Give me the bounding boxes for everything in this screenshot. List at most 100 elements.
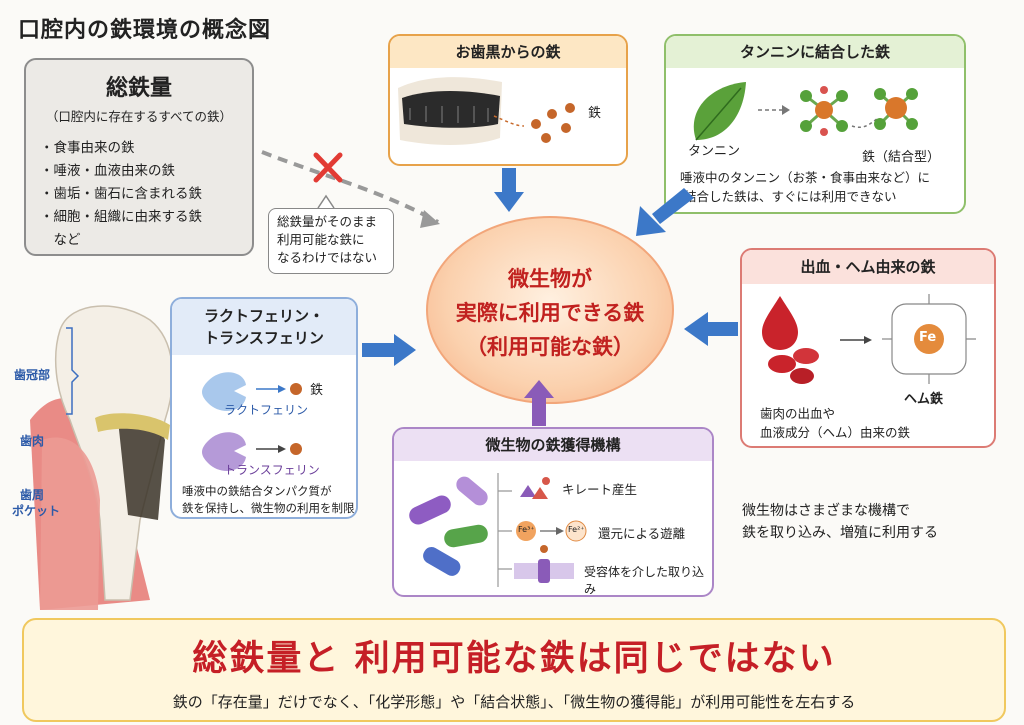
fe3-icon — [516, 521, 536, 541]
microbe-note: 微生物はさまざまな機構で 鉄を取り込み、増殖に利用する — [742, 500, 938, 544]
microbe-note-line: 鉄を取り込み、増殖に利用する — [742, 525, 938, 541]
iron-particle — [561, 123, 571, 133]
total-iron-list: ・食事由来の鉄 ・唾液・血液由来の鉄 ・歯垢・歯石に含まれる鉄 ・細胞・組織に由… — [26, 137, 252, 252]
pocket-label-1: 歯周 — [20, 488, 45, 502]
mechanisms-title: 微生物の鉄獲得機構 — [394, 429, 712, 461]
ohaguro-title: お歯黒からの鉄 — [390, 36, 626, 68]
lactoferrin-title-line: ラクトフェリン・ — [203, 307, 324, 325]
lactoferrin-box: ラクトフェリン・ トランスフェリン 鉄 ラクトフェリン トランスフェリン 唾液中… — [170, 297, 358, 519]
conclusion-sub: 鉄の「存在量」だけでなく、「化学形態」や「結合状態」、「微生物の獲得能」が利用可… — [172, 693, 856, 711]
list-item: ・歯垢・歯石に含まれる鉄 — [40, 186, 202, 202]
iron-particle — [290, 443, 302, 455]
crown-bracket — [66, 327, 80, 415]
chelate-icon — [520, 477, 550, 499]
list-item: など — [40, 232, 81, 248]
ohaguro-illustration — [398, 77, 575, 145]
conclusion-main: 総鉄量と 利用可能な鉄は同じではない — [192, 639, 836, 679]
receptor-label: 受容体を介した取り込み — [584, 565, 705, 596]
plaque-shape — [95, 413, 170, 440]
receptor-icon — [514, 545, 574, 583]
arrow-head — [394, 334, 416, 366]
bleed-desc-line: 歯肉の出血や — [760, 406, 836, 421]
arrow-head — [684, 312, 708, 346]
heme-fe-label: Fe — [919, 330, 937, 345]
lactoferrin-iron-label: 鉄 — [310, 383, 324, 398]
tooth-shape — [54, 305, 174, 601]
pocket-label-2: ポケット — [12, 504, 61, 518]
iron-particle — [547, 109, 557, 119]
lactoferrin-illustration — [202, 372, 302, 471]
dashed-arrow-head — [420, 210, 440, 228]
bleeding-illustration — [762, 294, 976, 384]
gum-front — [40, 437, 100, 610]
mechanisms-illustration — [409, 473, 587, 587]
iron-particle — [531, 119, 541, 129]
cross-icon — [313, 152, 343, 183]
note-line: なるわけではない — [277, 250, 378, 265]
gingiva-label: 歯肉 — [20, 434, 45, 448]
tannin-title: タンニンに結合した鉄 — [666, 36, 964, 68]
total-iron-box: 総鉄量 （口腔内に存在するすべての鉄） ・食事由来の鉄 ・唾液・血液由来の鉄 ・… — [24, 58, 254, 256]
bleeding-box: 出血・ヘム由来の鉄 Fe ヘム鉄 歯肉の出血や 血液成分（ヘム）由来の鉄 — [740, 248, 996, 448]
fe2-label: Fe²⁺ — [568, 525, 585, 534]
tannin-box: タンニンに結合した鉄 タンニン 鉄（結合型） — [664, 34, 966, 214]
calculus-shape — [118, 418, 165, 520]
heme-iron-label: ヘム鉄 — [904, 392, 944, 407]
iron-particle — [541, 133, 551, 143]
bacteria-icon — [409, 476, 488, 576]
red-blood-cell-icon — [793, 348, 819, 364]
red-blood-cell-icon — [790, 368, 814, 384]
tooth-crown-label: 歯冠部 — [14, 368, 51, 382]
lactoferrin-protein-icon — [202, 372, 246, 411]
tannin-label: タンニン — [688, 144, 741, 159]
tannin-description: 唾液中のタンニン（お茶・食事由来など）に 結合した鉄は、すぐには利用できない — [680, 168, 930, 206]
list-item: ・細胞・組織に由来する鉄 — [40, 209, 202, 225]
note-line: 利用可能な鉄に — [277, 232, 365, 247]
ohaguro-iron-label: 鉄 — [588, 106, 602, 121]
heme-iron-icon — [914, 324, 944, 354]
tannin-desc-line: 唾液中のタンニン（お茶・食事由来など）に — [680, 170, 931, 185]
fe2-icon — [565, 520, 587, 542]
red-blood-cell-icon — [768, 355, 796, 373]
arrow-from-ohaguro — [502, 168, 516, 194]
center-line: （利用可能な鉄） — [466, 335, 634, 359]
bleeding-description: 歯肉の出血や 血液成分（ヘム）由来の鉄 — [760, 404, 910, 442]
lacto-desc-line: 鉄を保持し、微生物の利用を制限 — [182, 501, 355, 515]
leaf-icon — [693, 82, 746, 141]
available-iron-ellipse: 微生物が 実際に利用できる鉄 （利用可能な鉄） — [426, 216, 674, 404]
fe3-label: Fe³⁺ — [518, 525, 535, 534]
tannin-desc-line: 結合した鉄は、すぐには利用できない — [684, 189, 897, 204]
iron-particle — [290, 383, 302, 395]
note-bubble: 総鉄量がそのまま 利用可能な鉄に なるわけではない — [268, 208, 394, 274]
note-line: 総鉄量がそのまま — [277, 214, 378, 229]
page-title: 口腔内の鉄環境の概念図 — [18, 18, 272, 43]
lactoferrin-title-line: トランスフェリン — [204, 329, 324, 347]
chelate-label: キレート産生 — [562, 482, 638, 497]
arrow-from-lactoferrin — [362, 343, 396, 357]
total-iron-title: 総鉄量 — [105, 76, 172, 101]
bound-iron-icon — [874, 88, 918, 130]
tannin-illustration — [693, 82, 918, 141]
bleed-desc-line: 血液成分（ヘム）由来の鉄 — [760, 425, 911, 440]
center-line: 実際に利用できる鉄 — [455, 301, 645, 325]
lacto-desc-line: 唾液中の鉄結合タンパク質が — [182, 484, 332, 498]
list-item: ・唾液・血液由来の鉄 — [40, 163, 175, 179]
arrow-from-bleeding — [706, 322, 738, 336]
total-iron-subtitle: （口腔内に存在するすべての鉄） — [45, 109, 233, 124]
microbe-note-line: 微生物はさまざまな機構で — [742, 503, 910, 519]
note-pointer — [317, 194, 335, 209]
heme-structure-icon — [882, 294, 976, 384]
bleeding-title: 出血・ヘム由来の鉄 — [742, 250, 994, 284]
ohaguro-box: お歯黒からの鉄 鉄 — [388, 34, 628, 166]
center-line: 微生物が — [508, 267, 592, 291]
transferrin-label: トランスフェリン — [224, 463, 320, 477]
lactoferrin-label: ラクトフェリン — [224, 403, 309, 417]
transferrin-protein-icon — [202, 432, 246, 471]
list-item: ・食事由来の鉄 — [40, 140, 135, 156]
reduction-label: 還元による遊離 — [598, 526, 686, 541]
lactoferrin-description: 唾液中の鉄結合タンパク質が 鉄を保持し、微生物の利用を制限 — [182, 483, 355, 517]
tannin-complex-icon — [800, 86, 848, 136]
arrow-head — [636, 206, 666, 236]
iron-particle — [565, 103, 575, 113]
bound-iron-label: 鉄（結合型） — [862, 150, 941, 165]
